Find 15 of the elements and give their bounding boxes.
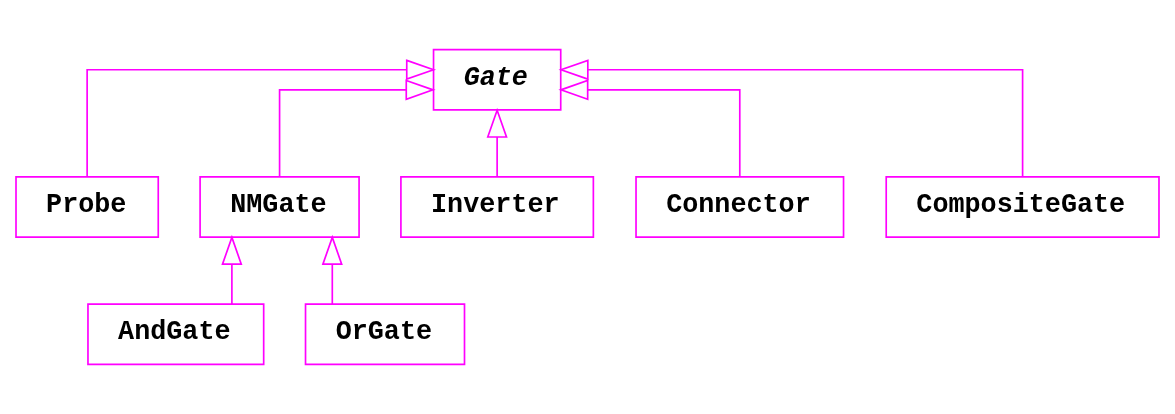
arrow bbox=[558, 59, 1024, 178]
node-box: Inverter bbox=[400, 176, 595, 238]
node-box: Connector bbox=[635, 176, 845, 238]
arrow bbox=[558, 79, 741, 178]
node-box: OrGate bbox=[304, 303, 466, 366]
node-box: CompositeGate bbox=[885, 176, 1160, 238]
arrow bbox=[278, 79, 436, 178]
node-box: Gate bbox=[432, 48, 562, 111]
node-box: Probe bbox=[15, 176, 160, 238]
arrow bbox=[321, 234, 343, 305]
node-box: AndGate bbox=[87, 303, 265, 366]
arrow bbox=[86, 59, 437, 178]
arrow bbox=[221, 234, 243, 305]
node-box: NMGate bbox=[199, 176, 360, 238]
arrow bbox=[486, 107, 508, 178]
